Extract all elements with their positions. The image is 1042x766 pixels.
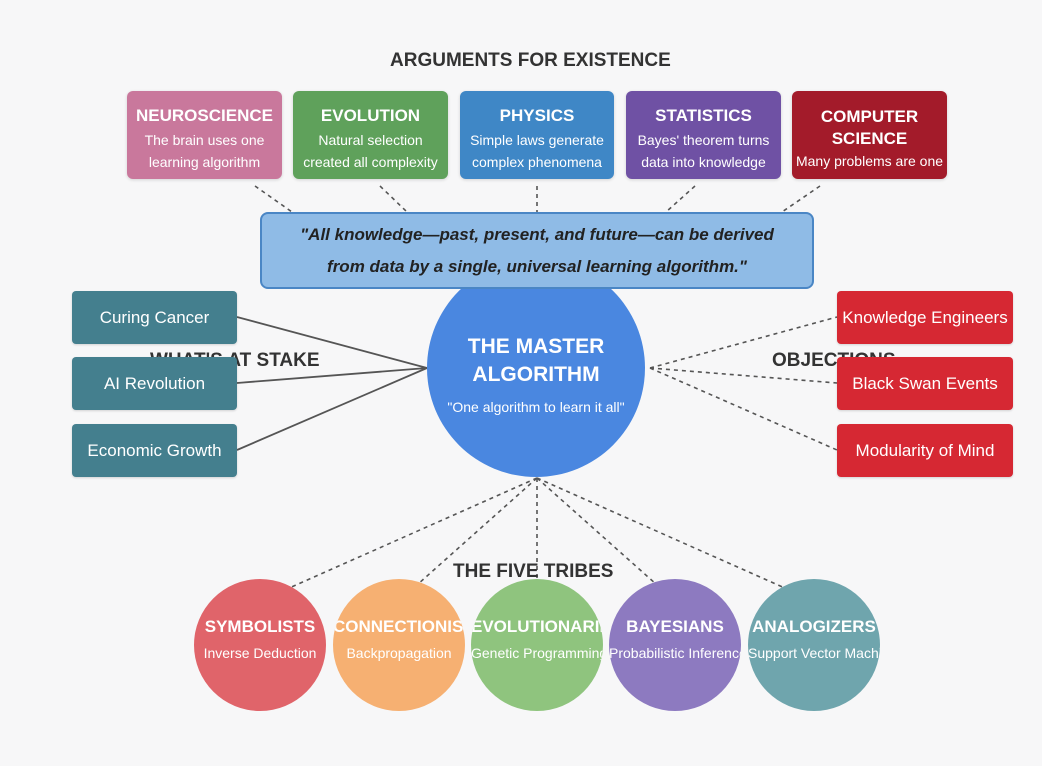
arguments-title: ARGUMENTS FOR EXISTENCE: [390, 50, 671, 71]
tribe-name: SYMBOLISTS: [204, 617, 316, 636]
argument-card-physics: PHYSICS Simple laws generate complex phe…: [460, 91, 614, 179]
argument-title: STATISTICS: [655, 106, 752, 125]
master-algorithm-subtitle: "One algorithm to learn it all": [447, 399, 625, 415]
connector-statistics: [665, 185, 696, 213]
tribe-method: Probabilistic Inference: [609, 645, 741, 661]
stake-item: AI Revolution: [72, 357, 237, 410]
tribe-name: ANALOGIZERS: [752, 617, 876, 636]
connector-tribe-5: [536, 477, 815, 602]
tribe-method: Genetic Programming: [471, 645, 603, 661]
argument-card-evolution: EVOLUTION Natural selection created all …: [293, 91, 448, 179]
argument-title: COMPUTER SCIENCE: [820, 107, 919, 148]
connector-tribe-1: [259, 477, 538, 602]
tribe-connectionists: CONNECTIONISTS Backpropagation: [333, 579, 465, 711]
tribe-bayesians: BAYESIANS Probabilistic Inference: [609, 579, 741, 711]
objection-item: Black Swan Events: [837, 357, 1013, 410]
objection-item: Modularity of Mind: [837, 424, 1013, 477]
stake-item: Economic Growth: [72, 424, 237, 477]
stake-item: Curing Cancer: [72, 291, 237, 344]
connector-stake-1: [236, 316, 428, 369]
tribes-title: THE FIVE TRIBES: [453, 561, 614, 582]
connector-objection-3: [649, 367, 838, 451]
argument-card-statistics: STATISTICS Bayes' theorem turns data int…: [626, 91, 781, 179]
connector-computer-science: [781, 185, 821, 213]
tribe-name: EVOLUTIONARIES: [471, 617, 603, 636]
connector-neuroscience: [254, 185, 293, 213]
tribe-name: CONNECTIONISTS: [333, 617, 465, 636]
argument-card-neuroscience: NEUROSCIENCE The brain uses one learning…: [127, 91, 282, 179]
argument-desc: The brain uses one learning algorithm: [144, 132, 265, 170]
argument-desc: Bayes' theorem turns data into knowledge: [637, 132, 770, 170]
tribe-analogizers: ANALOGIZERS Support Vector Machines: [748, 579, 880, 711]
connector-objection-1: [649, 316, 838, 369]
connector-tribe-2: [398, 477, 538, 602]
tribe-method: Backpropagation: [346, 645, 452, 661]
objection-item: Knowledge Engineers: [837, 291, 1013, 344]
argument-title: NEUROSCIENCE: [136, 106, 273, 125]
tribe-evolutionaries: EVOLUTIONARIES Genetic Programming: [471, 579, 603, 711]
argument-title: PHYSICS: [499, 106, 575, 125]
argument-title: EVOLUTION: [320, 106, 421, 125]
argument-desc: Simple laws generate complex phenomena: [470, 132, 604, 170]
tribe-symbolists: SYMBOLISTS Inverse Deduction: [194, 579, 326, 711]
argument-desc: Natural selection created all complexity: [303, 132, 438, 170]
tribe-name: BAYESIANS: [626, 617, 724, 636]
connector-stake-3: [236, 367, 428, 451]
central-quote: "All knowledge—past, present, and future…: [260, 212, 814, 289]
connector-stake-2: [236, 367, 428, 384]
master-algorithm-title: THE MASTER ALGORITHM: [467, 335, 605, 386]
connector-evolution: [379, 185, 408, 213]
connector-tribe-4: [536, 477, 676, 602]
master-algorithm-node: THE MASTER ALGORITHM "One algorithm to l…: [427, 259, 645, 477]
tribe-method: Support Vector Machines: [748, 645, 880, 661]
tribe-method: Inverse Deduction: [203, 645, 317, 661]
argument-card-computer-science: COMPUTER SCIENCE Many problems are one: [792, 91, 947, 179]
argument-desc: Many problems are one: [795, 153, 944, 169]
